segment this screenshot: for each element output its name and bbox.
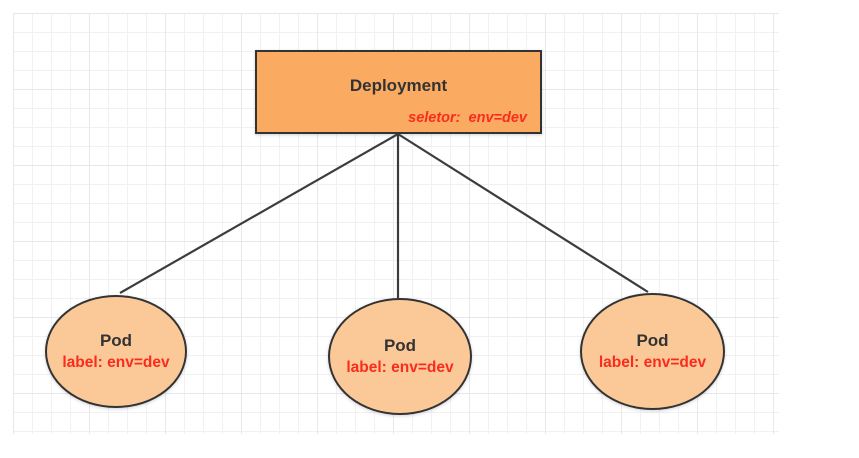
- deployment-title: Deployment: [349, 76, 448, 95]
- pod-title: Pod: [99, 331, 133, 350]
- pod-node-1[interactable]: Pod label: env=dev: [45, 295, 187, 408]
- pod-node-2[interactable]: Pod label: env=dev: [328, 298, 472, 415]
- pod-label: label: env=dev: [62, 354, 170, 371]
- pod-label: label: env=dev: [346, 359, 454, 376]
- pod-title: Pod: [636, 331, 669, 350]
- edge-deployment-pod-3[interactable]: [397, 133, 649, 293]
- deployment-node[interactable]: Deployment seletor: env=dev: [255, 50, 542, 134]
- pod-label: label: env=dev: [598, 354, 707, 371]
- deployment-selector-label: seletor: env=dev: [408, 110, 527, 126]
- pod-node-3[interactable]: Pod label: env=dev: [580, 293, 725, 410]
- pod-title: Pod: [383, 336, 417, 355]
- edge-deployment-pod-1[interactable]: [119, 133, 399, 294]
